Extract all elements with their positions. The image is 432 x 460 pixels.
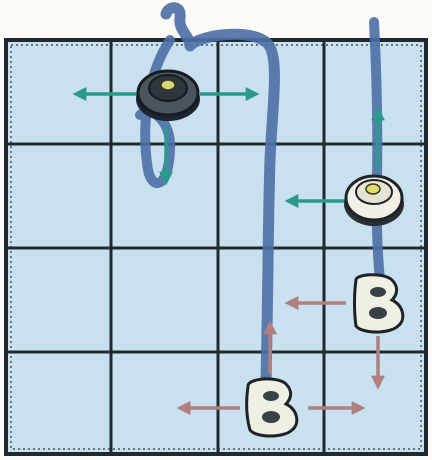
b-piece-right-hole-top	[370, 287, 386, 297]
dark-token-center	[161, 80, 175, 90]
b-piece-bottom[interactable]	[247, 379, 297, 436]
b-piece-bottom-body	[247, 379, 297, 436]
b-piece-bottom-hole-top	[263, 391, 279, 401]
b-piece-right[interactable]	[355, 275, 403, 332]
light-token-center	[366, 184, 380, 194]
dark-token[interactable]	[136, 71, 200, 121]
b-piece-right-body	[355, 275, 403, 332]
b-piece-bottom-hole-bottom	[262, 411, 280, 423]
light-token[interactable]	[344, 176, 404, 226]
b-piece-right-hole-bottom	[369, 307, 387, 319]
